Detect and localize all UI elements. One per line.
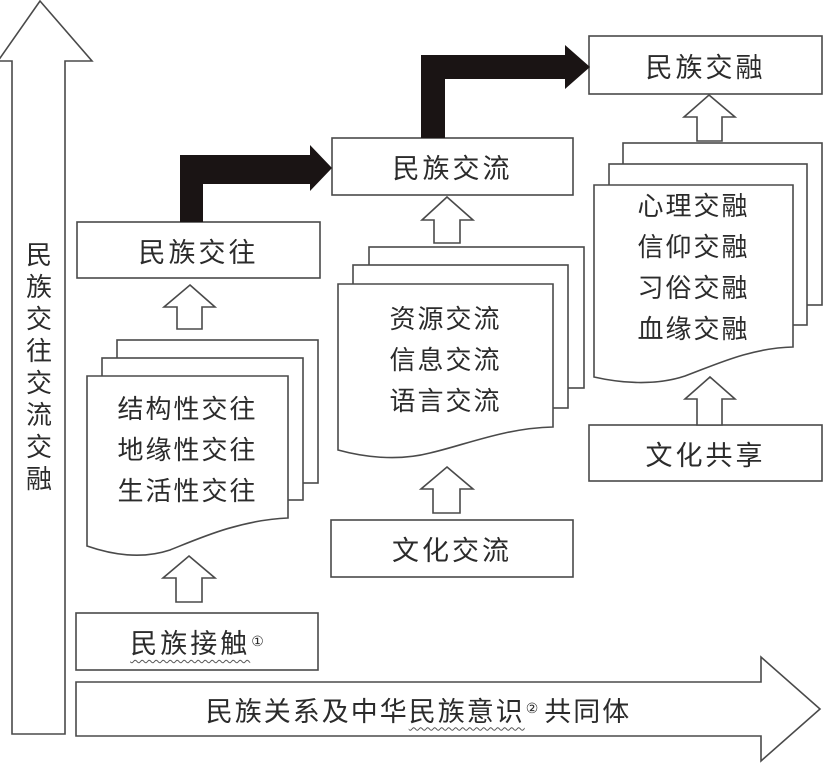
box-culture-sharing	[588, 424, 823, 482]
vertical-char: 交	[25, 305, 52, 335]
box-integration	[588, 35, 823, 95]
horizontal-label-part1: 民族关系及中华	[205, 696, 409, 728]
list-item: 生活性交往	[117, 477, 258, 507]
list-item: 信仰交融	[637, 233, 750, 263]
vertical-axis-arrow	[0, 0, 94, 735]
vertical-char: 交	[25, 433, 52, 463]
up-arrow-stack-to-integration	[681, 93, 738, 142]
vertical-char: 族	[25, 273, 52, 303]
vertical-char: 流	[25, 401, 52, 431]
box-interaction	[76, 221, 321, 279]
doc-stack-integration	[593, 142, 823, 384]
list-item: 资源交流	[389, 305, 502, 335]
horizontal-label-part2: 共同体	[544, 696, 632, 728]
up-arrow-culture-to-stack	[418, 465, 476, 514]
integration-title: 民族交融	[645, 52, 766, 84]
interaction-label: 民族交往	[77, 222, 320, 278]
list-item: 血缘交融	[637, 315, 750, 345]
horizontal-label-underlined: 民族意识	[408, 696, 525, 728]
up-arrow-contact-to-stack	[160, 554, 218, 603]
footnote-marker-1: ①	[251, 633, 264, 650]
interaction-items: 结构性交往 地缘性交往 生活性交往	[87, 390, 288, 513]
horizontal-axis-arrow	[75, 655, 822, 763]
list-item: 心理交融	[637, 192, 750, 222]
list-item: 结构性交往	[117, 395, 258, 425]
up-arrow-stack-to-interaction	[161, 283, 218, 330]
progress-arrow-exchange-to-integration	[421, 45, 590, 138]
list-item: 信息交流	[389, 346, 502, 376]
vertical-char: 民	[25, 241, 52, 271]
horizontal-axis-label: 民族关系及中华 民族意识 ② 共同体	[76, 682, 761, 736]
exchange-title: 民族交流	[392, 154, 513, 185]
doc-stack-interaction	[86, 339, 319, 557]
list-item: 地缘性交往	[117, 436, 258, 466]
doc-stack-exchange	[337, 246, 585, 459]
vertical-char: 融	[25, 465, 52, 495]
box-contact	[75, 612, 319, 671]
box-culture-exchange	[330, 519, 574, 578]
vertical-char: 往	[25, 337, 52, 367]
up-arrow-sharing-to-stack	[682, 375, 738, 426]
up-arrow-stack-to-exchange	[419, 195, 476, 244]
culture-exchange-title: 文化交流	[392, 536, 512, 567]
contact-label: 民族接触 ①	[76, 613, 318, 670]
box-exchange	[331, 137, 574, 196]
vertical-axis-label: 民 族 交 往 交 流 交 融	[13, 240, 65, 496]
culture-sharing-title: 文化共享	[645, 440, 766, 472]
footnote-marker-2: ②	[525, 701, 539, 717]
exchange-label: 民族交流	[332, 138, 573, 195]
integration-label: 民族交融	[589, 36, 822, 94]
list-item: 习俗交融	[637, 274, 750, 304]
list-item: 语言交流	[389, 387, 502, 417]
interaction-title: 民族交往	[138, 237, 259, 269]
vertical-char: 交	[25, 369, 52, 399]
integration-items: 心理交融 信仰交融 习俗交融 血缘交融	[594, 187, 793, 351]
exchange-items: 资源交流 信息交流 语言交流	[338, 300, 553, 423]
progress-arrow-interaction-to-exchange	[180, 145, 332, 222]
contact-title: 民族接触	[130, 629, 251, 660]
culture-exchange-label: 文化交流	[331, 520, 573, 577]
culture-sharing-label: 文化共享	[589, 425, 822, 481]
